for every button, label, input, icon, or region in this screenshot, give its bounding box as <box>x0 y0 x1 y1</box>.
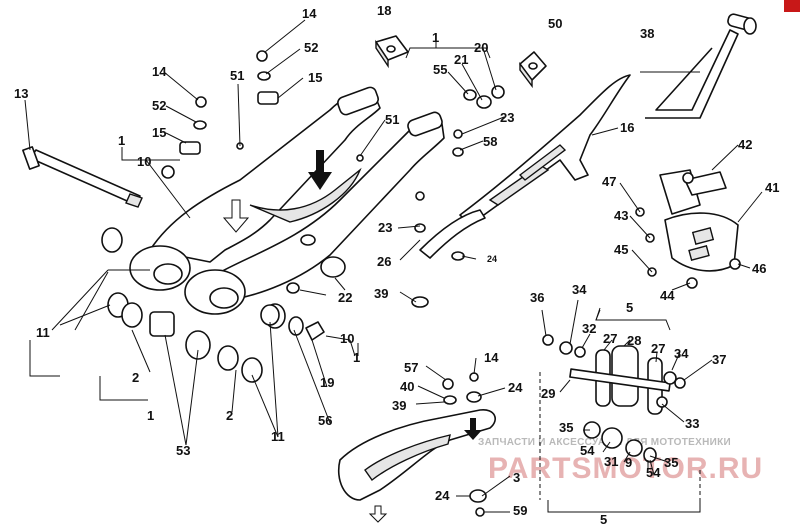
stand-38 <box>645 13 757 119</box>
label-27: 27 <box>651 341 665 356</box>
label-15: 15 <box>152 125 166 140</box>
label-57: 57 <box>404 360 418 375</box>
bracket-26 <box>419 209 486 259</box>
label-1: 1 <box>353 350 360 365</box>
label-23: 23 <box>378 220 392 235</box>
label-50: 50 <box>548 16 562 31</box>
cap-22 <box>320 256 346 278</box>
label-11: 11 <box>36 325 50 340</box>
label-1: 1 <box>432 30 439 45</box>
label-20: 20 <box>474 40 488 55</box>
label-5: 5 <box>626 300 633 315</box>
label-41: 41 <box>765 180 779 195</box>
label-21: 21 <box>454 52 468 67</box>
label-31: 31 <box>604 454 618 469</box>
label-36: 36 <box>530 290 544 305</box>
label-15: 15 <box>308 70 322 85</box>
label-14: 14 <box>484 350 499 365</box>
label-27: 27 <box>603 331 617 346</box>
label-44: 44 <box>660 288 675 303</box>
callout-labels: 14 18 1 50 38 52 20 21 55 14 51 15 13 52… <box>14 3 779 527</box>
leader-lines <box>24 19 763 513</box>
label-47: 47 <box>602 174 616 189</box>
label-39: 39 <box>374 286 388 301</box>
label-38: 38 <box>640 26 654 41</box>
label-24: 24 <box>435 488 450 503</box>
label-40: 40 <box>400 379 414 394</box>
watermark-brand: PARTSMOTOR.RU <box>488 452 763 485</box>
label-46: 46 <box>752 261 766 276</box>
label-37: 37 <box>712 352 726 367</box>
label-43: 43 <box>614 208 628 223</box>
label-32: 32 <box>582 321 596 336</box>
corner-badge <box>784 0 800 12</box>
chain-guide-assembly <box>659 169 739 272</box>
label-19: 19 <box>320 375 334 390</box>
small-fasteners <box>161 50 741 517</box>
label-28: 28 <box>627 333 641 348</box>
label-34: 34 <box>572 282 587 297</box>
label-45: 45 <box>614 242 628 257</box>
label-14: 14 <box>152 64 167 79</box>
label-11: 11 <box>271 429 285 444</box>
label-39: 39 <box>392 398 406 413</box>
hinge-hardware-row <box>107 292 263 383</box>
label-10: 10 <box>137 154 151 169</box>
label-2: 2 <box>132 370 139 385</box>
label-54: 54 <box>580 443 595 458</box>
adjuster-block-50 <box>519 51 547 89</box>
bushing-upper-left <box>101 227 123 253</box>
label-59: 59 <box>513 503 527 518</box>
label-52: 52 <box>304 40 318 55</box>
label-3: 3 <box>513 470 520 485</box>
label-22: 22 <box>338 290 352 305</box>
label-34: 34 <box>674 346 689 361</box>
label-9: 9 <box>625 455 632 470</box>
label-58: 58 <box>483 134 497 149</box>
hinge-right-hardware <box>260 304 325 341</box>
label-51: 51 <box>385 112 399 127</box>
label-13: 13 <box>14 86 28 101</box>
label-51: 51 <box>230 68 244 83</box>
axle-part <box>22 146 143 208</box>
label-55: 55 <box>433 62 447 77</box>
label-56: 56 <box>318 413 332 428</box>
chain-guard-16 <box>459 74 631 226</box>
label-35: 35 <box>559 420 573 435</box>
label-24: 24 <box>508 380 523 395</box>
label-2: 2 <box>226 408 233 423</box>
label-35: 35 <box>664 455 678 470</box>
label-10: 10 <box>340 331 354 346</box>
label-33: 33 <box>685 416 699 431</box>
label-23: 23 <box>500 110 514 125</box>
adjuster-block-18 <box>375 35 409 69</box>
lower-link-3 <box>338 409 496 523</box>
label-52: 52 <box>152 98 166 113</box>
swingarm-body <box>129 86 445 315</box>
chain-adjuster-5 <box>569 345 671 463</box>
label-5: 5 <box>600 512 607 527</box>
label-18: 18 <box>377 3 391 18</box>
label-24: 24 <box>487 254 497 264</box>
label-29: 29 <box>541 386 555 401</box>
label-53: 53 <box>176 443 190 458</box>
label-1: 1 <box>147 408 154 423</box>
label-42: 42 <box>738 137 752 152</box>
label-1: 1 <box>118 133 125 148</box>
label-16: 16 <box>620 120 634 135</box>
label-14: 14 <box>302 6 317 21</box>
label-54: 54 <box>646 465 661 480</box>
label-26: 26 <box>377 254 391 269</box>
